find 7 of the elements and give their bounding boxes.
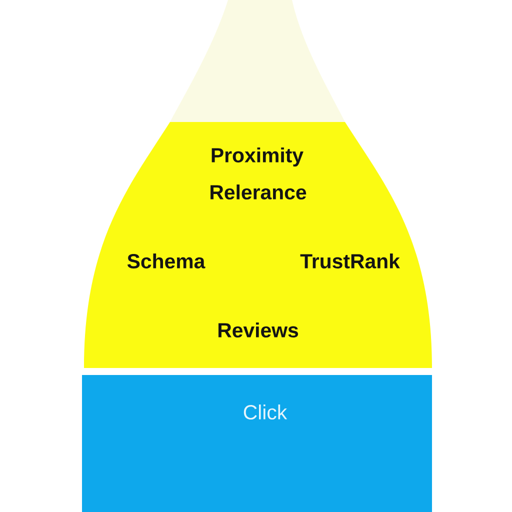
factor-label: Reviews: [218, 322, 298, 338]
funnel-neck: [170, 0, 345, 122]
factor-label: Proximity: [212, 147, 304, 167]
factor-label: TrustRank: [300, 254, 400, 268]
stage-label: Click: [244, 404, 288, 420]
factor-label: Schema: [127, 254, 206, 268]
factor-label: Relerance: [210, 184, 306, 200]
